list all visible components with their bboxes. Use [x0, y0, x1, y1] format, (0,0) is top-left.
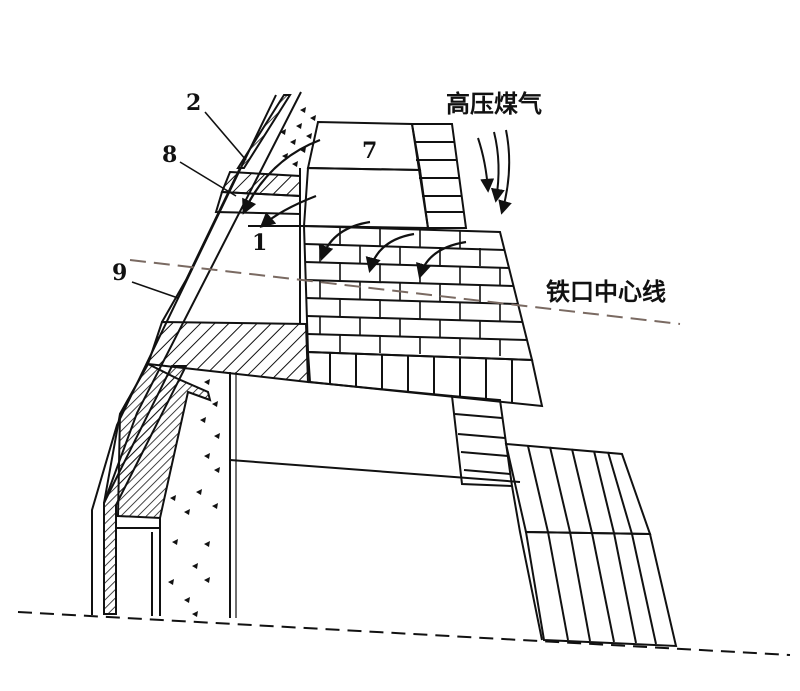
block-7-lower [302, 166, 430, 230]
right-column-lower [524, 530, 678, 648]
gas-flow-arrows [477, 129, 512, 215]
inner-lining-upper [161, 167, 241, 323]
label-9: 9 [112, 260, 127, 286]
taphole-centerline [129, 259, 681, 325]
right-upper-block [410, 123, 468, 229]
lower-striped-block [306, 350, 544, 408]
right-column-stripes [527, 445, 657, 645]
upper-cooling-strip [236, 94, 292, 169]
label-8: 8 [162, 142, 177, 168]
label-2: 2 [186, 90, 201, 116]
block-8-lower [214, 190, 301, 216]
right-step-stripes [454, 413, 511, 475]
right-upper-block-stripes [414, 141, 464, 213]
brick-rows [304, 243, 528, 341]
lower-striped-block-stripes [329, 353, 513, 403]
leader-lines [131, 111, 247, 299]
label-taphole-centerline: 铁口中心线 [546, 278, 666, 306]
right-step-block [450, 394, 514, 488]
brick-flow-arrows [318, 220, 467, 279]
lower-channel [116, 362, 212, 520]
triangle-fill [168, 107, 316, 617]
label-gas: 高压煤气 [446, 90, 542, 118]
leak-arrows [242, 138, 321, 229]
label-1: 1 [252, 230, 267, 256]
ground-line [17, 611, 791, 656]
label-7: 7 [362, 138, 377, 164]
